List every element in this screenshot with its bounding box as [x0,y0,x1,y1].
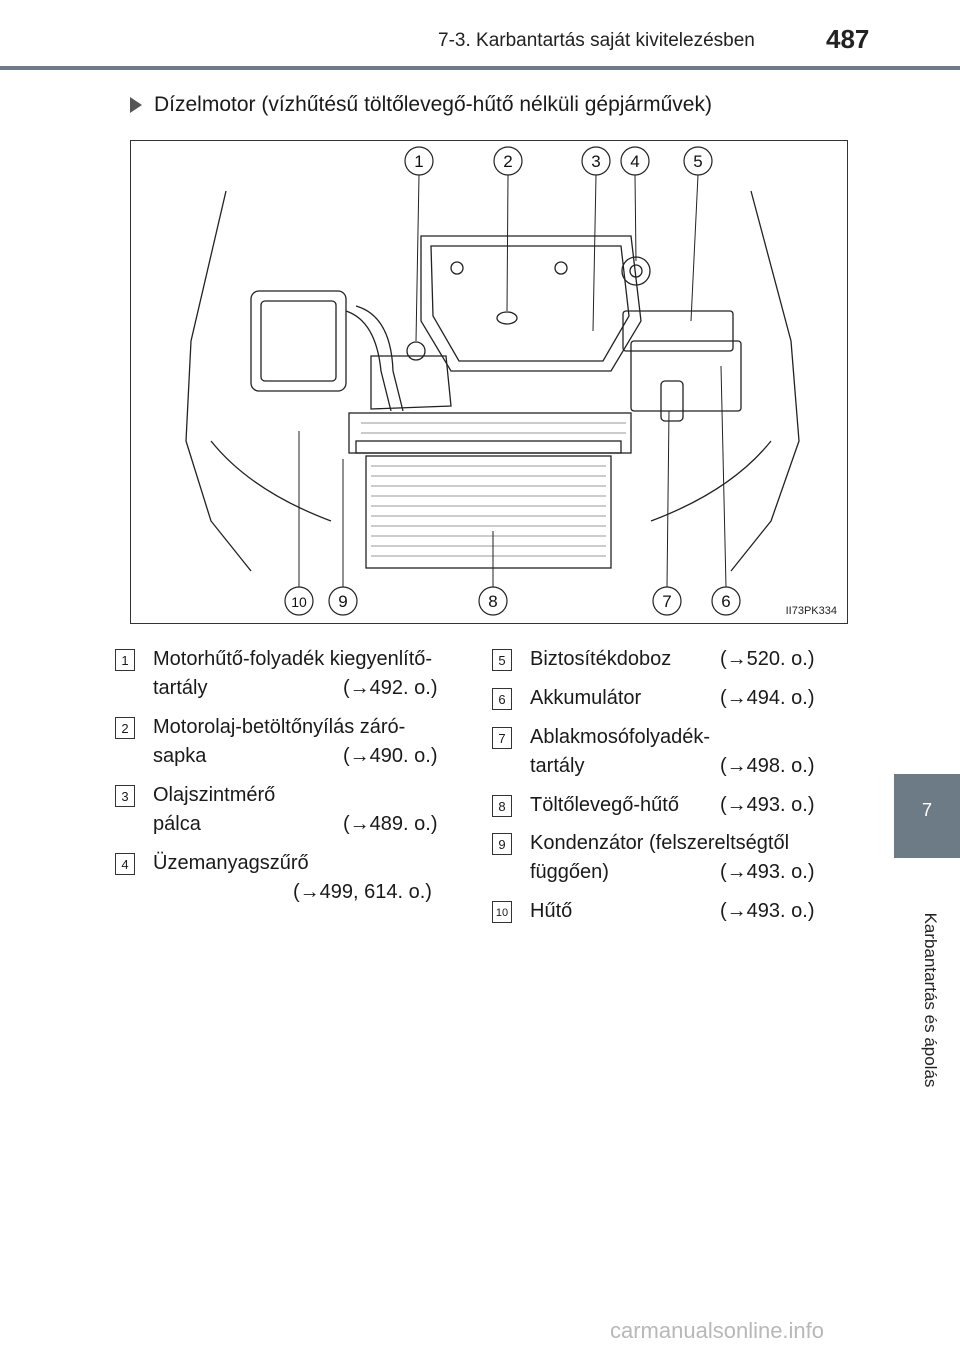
legend-number: 9 [492,833,512,855]
figure-code: II73PK334 [785,605,837,617]
legend-number: 5 [492,649,512,671]
engine-figure: 1 2 3 4 5 10 9 8 7 6 II73PK334 [130,140,848,624]
page-reference: (→493. o.) [720,794,815,816]
legend-text-line2: pálca [153,813,201,835]
legend-number: 8 [492,795,512,817]
legend-text: Motorhűtő-folyadék kiegyenlítő- [153,648,433,670]
legend-text: Üzemanyagszűrő [153,852,309,874]
page-reference: (→493. o.) [720,900,815,922]
callout-9: 9 [338,592,347,611]
page-header-title: 7-3. Karbantartás saját kivitelezésben [438,30,755,51]
legend-text-line2: tartály [153,677,208,699]
legend-number: 4 [115,853,135,875]
chapter-side-label: Karbantartás és ápolás [921,912,940,1088]
legend-text-line2: sapka [153,745,207,767]
header-rule [0,66,960,70]
legend-text: Motorolaj-betöltőnyílás záró- [153,716,406,738]
callout-3: 3 [591,152,600,171]
page-reference: (→498. o.) [720,755,815,777]
page-number: 487 [826,24,870,54]
legend-text: Biztosítékdoboz [530,648,672,670]
legend-text: Kondenzátor (felszereltségtől [530,832,790,854]
page-reference: (→499, 614. o.) [293,881,432,903]
callout-8: 8 [488,592,497,611]
callout-4: 4 [630,152,639,171]
bullet-triangle-icon [130,97,142,113]
legend-number: 10 [492,901,512,923]
legend-text-line2: tartály [530,755,585,777]
callout-5: 5 [693,152,702,171]
legend-number: 3 [115,785,135,807]
legend-number: 6 [492,688,512,710]
callout-10: 10 [291,594,307,610]
chapter-side-tab: 7 [894,774,960,858]
legend-text: Töltőlevegő-hűtő [530,794,679,816]
page-reference: (→489. o.) [343,813,438,835]
page-reference: (→520. o.) [720,648,815,670]
page-reference: (→493. o.) [720,861,815,883]
legend-text-line2: függően) [530,861,609,883]
legend-text: Hűtő [530,900,573,922]
page-reference: (→492. o.) [343,677,438,699]
legend-number: 2 [115,717,135,739]
callout-1: 1 [414,152,423,171]
page-reference: (→494. o.) [720,687,815,709]
callout-2: 2 [503,152,512,171]
chapter-number: 7 [921,800,932,820]
callout-7: 7 [662,592,671,611]
watermark: carmanualsonline.info [610,1318,825,1343]
legend-text: Akkumulátor [530,687,642,709]
legend-number: 7 [492,727,512,749]
engine-bay-illustration: 1 2 3 4 5 10 9 8 7 6 [185,146,800,616]
legend-text: Olajszintmérő [153,784,276,806]
legend-number: 1 [115,649,135,671]
legend-text: Ablakmosófolyadék- [530,726,711,748]
callout-6: 6 [721,592,730,611]
page-reference: (→490. o.) [343,745,438,767]
section-title: Dízelmotor (vízhűtésű töltőlevegő-hűtő n… [154,93,712,116]
